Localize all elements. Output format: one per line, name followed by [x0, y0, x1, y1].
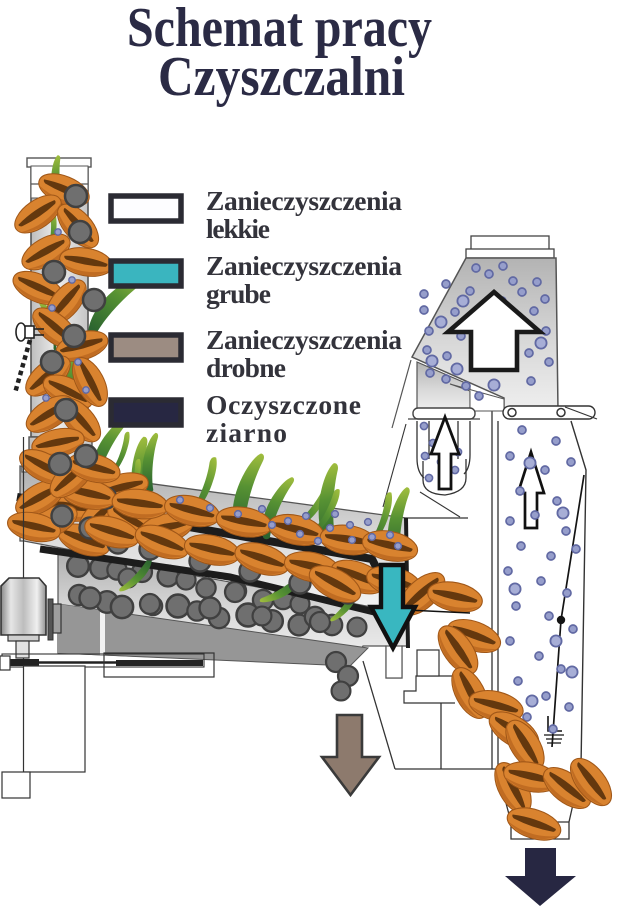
svg-text:Schemat pracy: Schemat pracy: [127, 0, 432, 59]
svg-text:ziarno: ziarno: [206, 417, 287, 448]
svg-text:Zanieczyszczenia: Zanieczyszczenia: [206, 324, 402, 355]
svg-text:lekkie: lekkie: [206, 213, 270, 244]
svg-text:Oczyszczone: Oczyszczone: [206, 389, 361, 420]
svg-text:Zanieczyszczenia: Zanieczyszczenia: [206, 185, 402, 216]
svg-text:drobne: drobne: [206, 352, 286, 383]
svg-text:Czyszczalni: Czyszczalni: [158, 46, 405, 108]
svg-text:Zanieczyszczenia: Zanieczyszczenia: [206, 250, 402, 281]
svg-text:grube: grube: [206, 278, 271, 309]
